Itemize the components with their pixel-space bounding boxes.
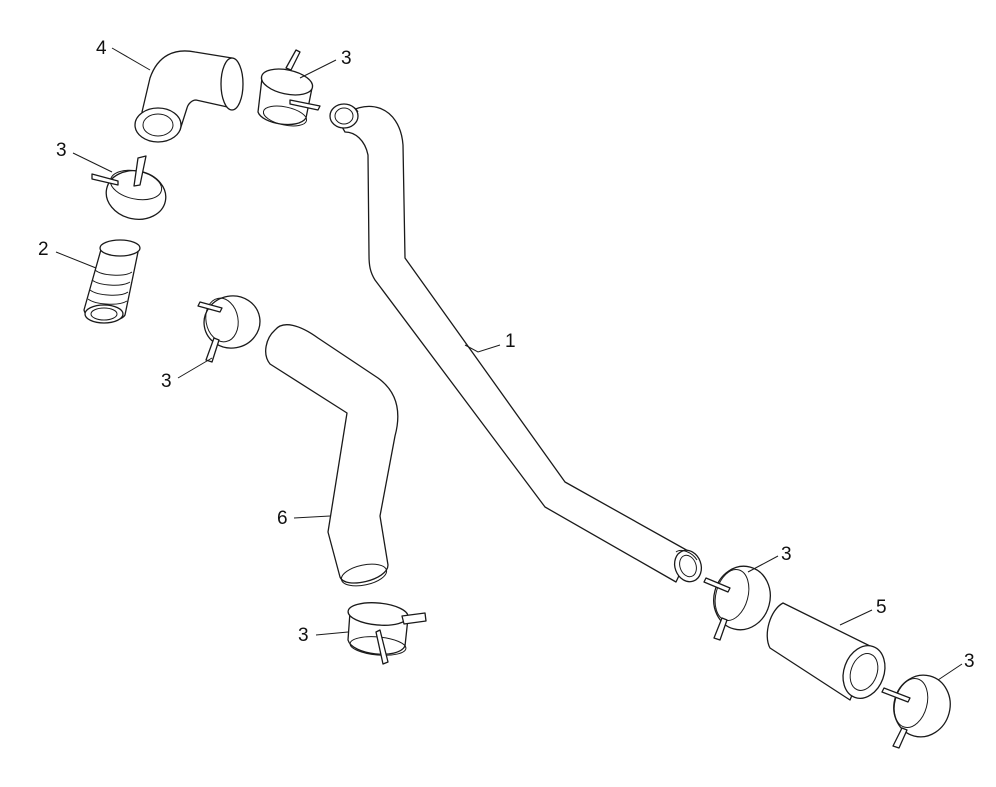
leader-lines xyxy=(55,47,963,681)
leader-3-left xyxy=(72,152,113,173)
callout-3-mid-right: 3 xyxy=(781,544,792,565)
leader-3-bottom-left xyxy=(315,631,349,636)
leader-1 xyxy=(464,344,501,353)
callout-1: 1 xyxy=(505,331,516,352)
leader-3-mid-left xyxy=(177,357,213,379)
hose-clamp-left xyxy=(91,155,167,220)
callout-3-bottom-right: 3 xyxy=(964,651,975,672)
main-hose xyxy=(329,103,703,583)
hose-clamp-bottom-left xyxy=(347,602,427,665)
callout-2: 2 xyxy=(38,239,49,260)
elbow-hose xyxy=(134,50,244,143)
callout-6: 6 xyxy=(277,508,288,529)
hose-clamp-mid-left xyxy=(197,295,261,363)
hose-clamp-bottom-right xyxy=(881,674,951,749)
callout-3-top: 3 xyxy=(341,48,352,69)
leader-3-bottom-right xyxy=(937,663,963,681)
leader-5 xyxy=(839,609,873,626)
leader-3-top xyxy=(299,59,337,79)
hose-clamp-mid-right xyxy=(703,565,771,641)
callout-5: 5 xyxy=(876,597,887,618)
leader-3-mid-right xyxy=(747,555,779,573)
callout-3-bottom-left: 3 xyxy=(298,625,309,646)
coupler-hose xyxy=(766,602,886,701)
hose-fitting xyxy=(83,239,141,324)
callout-3-left: 3 xyxy=(56,140,67,161)
callout-4: 4 xyxy=(96,38,107,59)
leader-2 xyxy=(55,251,97,269)
hose-clamp-top xyxy=(257,49,321,127)
bent-hose xyxy=(265,324,399,587)
callout-labels: 1 2 3 3 3 3 3 3 4 5 6 xyxy=(38,38,975,672)
callout-3-mid-left: 3 xyxy=(161,371,172,392)
leader-4 xyxy=(111,47,151,71)
leader-6 xyxy=(293,515,331,519)
